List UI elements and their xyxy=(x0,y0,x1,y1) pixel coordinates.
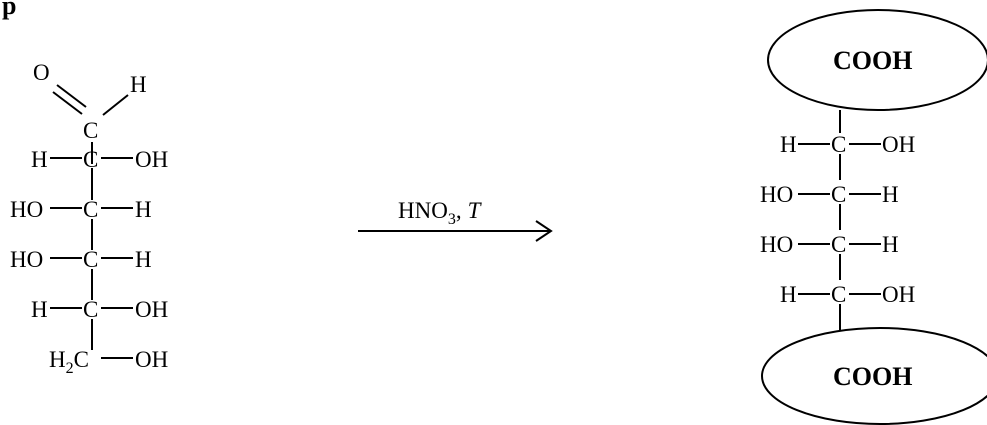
p-c2-carbon: C xyxy=(831,132,846,157)
p-c2-left-h: H xyxy=(780,132,797,157)
c2-right-oh: OH xyxy=(135,147,168,172)
c4-right-h: H xyxy=(135,247,152,272)
p-c5-right-oh: OH xyxy=(882,282,915,307)
p-c2-right-oh: OH xyxy=(882,132,915,157)
aldehyde-oxygen: O xyxy=(33,60,50,85)
c3-carbon: C xyxy=(83,197,98,222)
c3-left-ho: HO xyxy=(10,197,43,222)
top-cooh-ellipse xyxy=(767,9,987,111)
p-c4-right-h: H xyxy=(882,232,899,257)
c4-carbon: C xyxy=(83,247,98,272)
reaction-arrow-group: HNO3,T xyxy=(358,198,553,242)
c2-left-h: H xyxy=(31,147,48,172)
carbonyl-bond-2 xyxy=(52,91,83,115)
reaction-arrow-head xyxy=(535,220,553,242)
c1-h-bond xyxy=(102,94,129,116)
p-c3-left-ho: HO xyxy=(760,182,793,207)
p-c4-carbon: C xyxy=(831,232,846,257)
p-c3-right-h: H xyxy=(882,182,899,207)
p-c3-carbon: C xyxy=(831,182,846,207)
p-c5-left-h: H xyxy=(780,282,797,307)
p-c5-carbon: C xyxy=(831,282,846,307)
cropped-heading: p xyxy=(2,0,16,20)
c6-right-oh: OH xyxy=(135,347,168,372)
c5-right-oh: OH xyxy=(135,297,168,322)
bottom-cooh-ellipse xyxy=(761,327,987,425)
c2-carbon: C xyxy=(83,147,98,172)
reagent-label: HNO3,T xyxy=(398,198,483,228)
p-c4-left-ho: HO xyxy=(760,232,793,257)
c1-hydrogen: H xyxy=(130,72,147,97)
c1-carbon: C xyxy=(83,118,98,143)
bottom-cooh-label: COOH xyxy=(833,362,912,391)
c6-h: H2C xyxy=(49,347,89,377)
c5-carbon: C xyxy=(83,297,98,322)
c4-left-ho: HO xyxy=(10,247,43,272)
carbonyl-bond-1 xyxy=(56,84,87,108)
top-cooh-label: COOH xyxy=(833,46,912,75)
product-glucaric-acid: COOH H C OH HO C H HO C H H C OH COOH xyxy=(760,9,987,425)
reactant-glucose: O C H H C OH HO C H HO C H H C OH xyxy=(10,60,168,377)
c5-left-h: H xyxy=(31,297,48,322)
c3-right-h: H xyxy=(135,197,152,222)
